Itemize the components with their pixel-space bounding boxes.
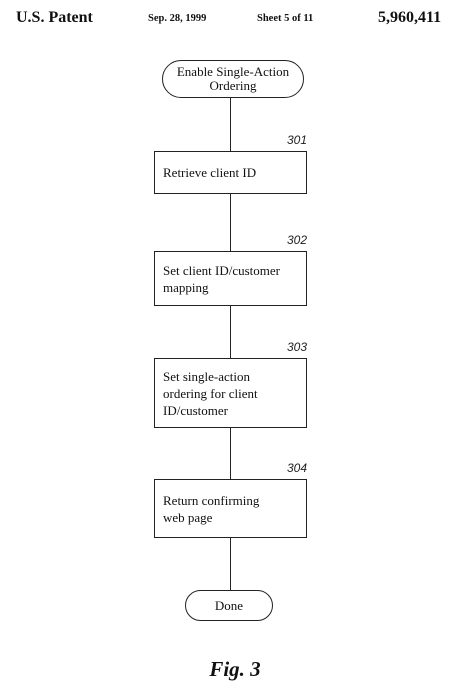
step-303-line-3: ID/customer [163, 402, 228, 418]
step-ref-304: 304 [287, 461, 308, 475]
connector-302-303 [230, 306, 232, 358]
start-terminal-line-2: Ordering [209, 78, 257, 93]
step-box-304: Return confirming web page [154, 479, 307, 538]
step-302-line-2: mapping [163, 279, 209, 295]
patent-label: U.S. Patent [16, 9, 93, 26]
step-box-303: Set single-action ordering for client ID… [154, 358, 307, 428]
step-box-301: Retrieve client ID [154, 151, 307, 194]
step-301-line-1: Retrieve client ID [163, 165, 257, 180]
step-304-line-1: Return confirming [163, 492, 260, 508]
start-terminal: Enable Single-Action Ordering [162, 60, 304, 98]
connector-304-end [230, 538, 232, 590]
connector-start-301 [230, 98, 232, 151]
sheet-number: Sheet 5 of 11 [257, 13, 314, 24]
patent-date: Sep. 28, 1999 [148, 13, 207, 24]
step-box-302: Set client ID/customer mapping [154, 251, 307, 306]
step-304-line-2: web page [163, 509, 213, 525]
figure-label: Fig. 3 [209, 657, 261, 681]
connector-301-302 [230, 194, 232, 251]
step-ref-301: 301 [287, 133, 308, 147]
step-303-line-1: Set single-action [163, 368, 251, 384]
start-terminal-line-1: Enable Single-Action [176, 64, 290, 79]
step-ref-303: 303 [287, 340, 308, 354]
step-302-line-1: Set client ID/customer [163, 262, 280, 278]
end-terminal-label: Done [214, 597, 244, 613]
end-terminal: Done [185, 590, 273, 621]
connector-303-304 [230, 428, 232, 479]
step-ref-302: 302 [287, 233, 308, 247]
patent-number: 5,960,411 [378, 9, 442, 26]
step-303-line-2: ordering for client [163, 385, 258, 401]
